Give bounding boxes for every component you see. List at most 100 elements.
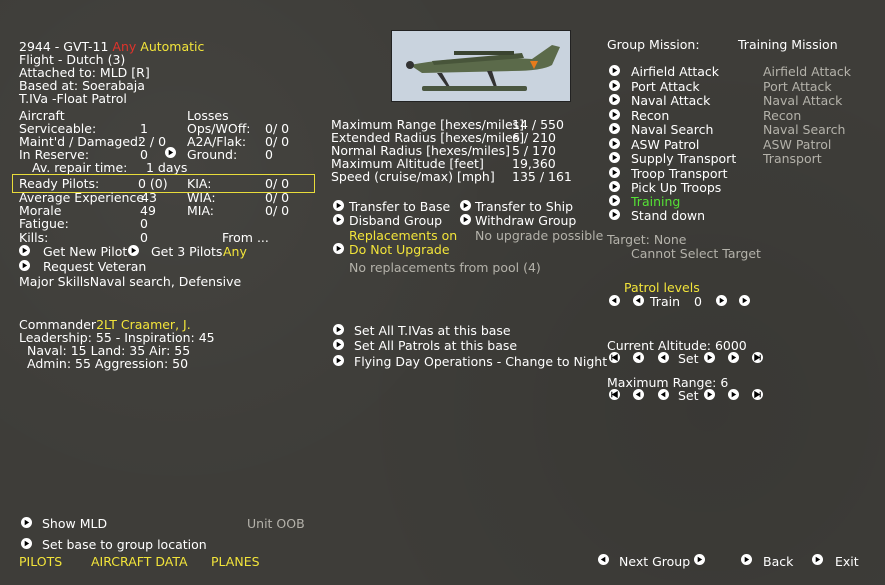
range-dec-icon[interactable] — [658, 389, 669, 400]
range-inc-fast-icon[interactable] — [728, 389, 739, 400]
altitude-inc-max-icon[interactable] — [752, 352, 763, 363]
aircraft-type[interactable]: T.IVa -Float Patrol — [19, 91, 127, 106]
pick-up-troops-button[interactable]: Pick Up Troops — [631, 180, 722, 195]
unit-oob-button[interactable]: Unit OOB — [247, 516, 305, 531]
patrol-dec-icon[interactable] — [633, 295, 644, 306]
mission-option[interactable]: Airfield Attack — [631, 64, 720, 79]
mission-option[interactable]: Port Attack — [631, 79, 700, 94]
planes-tab[interactable]: PLANES — [211, 554, 260, 569]
commander-skills: Naval: 15 Land: 35 Air: 55 — [27, 343, 191, 358]
training-arrow-icon[interactable] — [609, 195, 620, 206]
stand-down-arrow-icon[interactable] — [609, 209, 620, 220]
next-group-arrow-icon[interactable] — [694, 554, 705, 565]
mission-option[interactable]: Recon — [631, 108, 670, 123]
mission-option-secondary[interactable]: Airfield Attack — [763, 64, 852, 79]
set-base-button[interactable]: Set base to group location — [42, 537, 207, 552]
mission-option[interactable]: ASW Patrol — [631, 137, 700, 152]
pilots-tab[interactable]: PILOTS — [19, 554, 63, 569]
flight-info: Flight - Dutch (3) — [19, 52, 126, 67]
wia-label: WIA: — [187, 190, 216, 205]
unit-any-toggle[interactable]: Any — [112, 39, 137, 54]
attached-to[interactable]: Attached to: MLD [R] — [19, 65, 150, 80]
mission-option[interactable]: Naval Attack — [631, 93, 711, 108]
mission-option-secondary[interactable]: Recon — [763, 108, 802, 123]
mission-option-secondary[interactable]: ASW Patrol — [763, 137, 832, 152]
exit-button[interactable]: Exit — [835, 554, 859, 569]
transfer-ship-arrow-icon[interactable] — [460, 200, 471, 211]
mission-option-arrow-icon[interactable] — [609, 152, 620, 163]
mission-option-arrow-icon[interactable] — [609, 94, 620, 105]
back-button[interactable]: Back — [763, 554, 794, 569]
mission-option-arrow-icon[interactable] — [609, 138, 620, 149]
get-3-pilots-any[interactable]: Any — [223, 244, 247, 259]
pick-up-troops-arrow-icon[interactable] — [609, 181, 620, 192]
set-all-tiva-arrow-icon[interactable] — [333, 324, 344, 335]
aircraft-data-tab[interactable]: AIRCRAFT DATA — [91, 554, 188, 569]
day-night-arrow-icon[interactable] — [333, 355, 344, 366]
wia-value: 0/ 0 — [265, 190, 290, 205]
mission-option-secondary[interactable]: Port Attack — [763, 79, 832, 94]
mission-option-arrow-icon[interactable] — [609, 123, 620, 134]
stand-down-option[interactable]: Stand down — [631, 208, 706, 223]
get-new-pilot-arrow-icon[interactable] — [19, 245, 30, 256]
mission-option-secondary[interactable]: Naval Search — [763, 122, 846, 137]
show-mld-button[interactable]: Show MLD — [42, 516, 108, 531]
disband-button[interactable]: Disband Group — [349, 213, 443, 228]
set-all-tiva-button[interactable]: Set All T.IVas at this base — [354, 323, 511, 338]
mission-option-secondary[interactable]: Naval Attack — [763, 93, 843, 108]
reserve-arrow-icon[interactable] — [165, 147, 176, 158]
request-veteran-button[interactable]: Request Veteran — [43, 259, 147, 274]
altitude-inc-fast-icon[interactable] — [728, 352, 739, 363]
exit-arrow-icon[interactable] — [812, 554, 823, 565]
patrol-inc-icon[interactable] — [716, 295, 727, 306]
set-base-arrow-icon[interactable] — [21, 538, 32, 549]
withdraw-arrow-icon[interactable] — [460, 214, 471, 225]
withdraw-button[interactable]: Withdraw Group — [475, 213, 577, 228]
commander-name[interactable]: 2LT Craamer, J. — [96, 317, 191, 332]
prev-group-arrow-icon[interactable] — [598, 554, 609, 565]
transfer-ship-button[interactable]: Transfer to Ship — [475, 199, 574, 214]
mission-option-arrow-icon[interactable] — [609, 65, 620, 76]
fatigue-value: 0 — [140, 216, 148, 231]
back-arrow-icon[interactable] — [741, 554, 752, 565]
mission-option-arrow-icon[interactable] — [609, 80, 620, 91]
get-3-pilots-button[interactable]: Get 3 Pilots — [151, 244, 223, 259]
transfer-base-button[interactable]: Transfer to Base — [349, 199, 451, 214]
next-group-button[interactable]: Next Group — [619, 554, 691, 569]
altitude-inc-icon[interactable] — [704, 352, 715, 363]
mission-option[interactable]: Naval Search — [631, 122, 714, 137]
day-night-ops-button[interactable]: Flying Day Operations - Change to Night — [354, 354, 608, 369]
show-mld-arrow-icon[interactable] — [21, 517, 32, 528]
mission-option[interactable]: Troop Transport — [631, 166, 728, 181]
patrol-dec-fast-icon[interactable] — [609, 295, 620, 306]
based-at[interactable]: Based at: Soerabaja — [19, 78, 145, 93]
get-3-pilots-arrow-icon[interactable] — [128, 245, 139, 256]
range-inc-icon[interactable] — [704, 389, 715, 400]
request-veteran-arrow-icon[interactable] — [19, 260, 30, 271]
replacements-toggle[interactable]: Replacements on — [349, 228, 458, 243]
kills-from-button[interactable]: From ... — [222, 230, 269, 245]
aircraft-image — [391, 30, 571, 102]
upgrade-arrow-icon[interactable] — [333, 243, 344, 254]
transfer-base-arrow-icon[interactable] — [333, 200, 344, 211]
altitude-dec-fast-icon[interactable] — [633, 352, 644, 363]
patrol-inc-fast-icon[interactable] — [739, 295, 750, 306]
get-new-pilot-button[interactable]: Get New Pilot — [43, 244, 128, 259]
reserve-value: 0 — [140, 147, 148, 162]
disband-arrow-icon[interactable] — [333, 214, 344, 225]
serviceable-label: Serviceable: — [19, 121, 97, 136]
altitude-dec-icon[interactable] — [658, 352, 669, 363]
set-all-patrols-arrow-icon[interactable] — [333, 339, 344, 350]
set-all-patrols-button[interactable]: Set All Patrols at this base — [354, 338, 518, 353]
range-inc-max-icon[interactable] — [752, 389, 763, 400]
mission-option-arrow-icon[interactable] — [609, 109, 620, 120]
training-mission-option[interactable]: Training — [631, 194, 681, 209]
range-dec-fast-icon[interactable] — [633, 389, 644, 400]
unit-mode-toggle[interactable]: Automatic — [140, 39, 205, 54]
range-dec-max-icon[interactable] — [609, 389, 620, 400]
altitude-dec-max-icon[interactable] — [609, 352, 620, 363]
mission-option-secondary[interactable]: Transport — [763, 151, 822, 166]
mission-option-arrow-icon[interactable] — [609, 167, 620, 178]
do-not-upgrade-toggle[interactable]: Do Not Upgrade — [349, 242, 450, 257]
mission-option[interactable]: Supply Transport — [631, 151, 737, 166]
